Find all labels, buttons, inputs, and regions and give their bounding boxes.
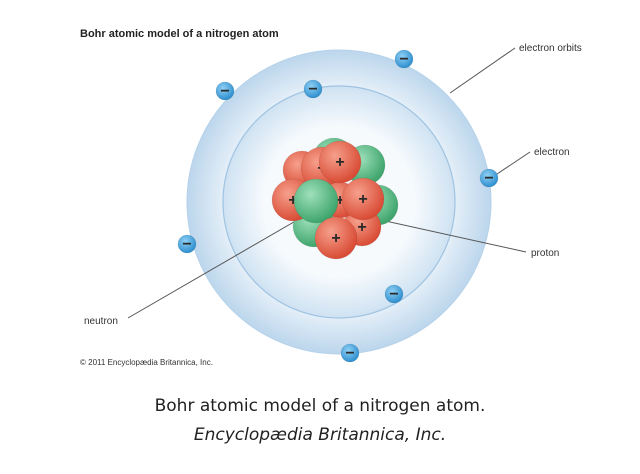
figure-title: Bohr atomic model of a nitrogen atom [80, 28, 279, 40]
electron: − [303, 79, 323, 99]
bohr-model-diagram: +++++++ −−−−−−− electron orbits electron… [84, 43, 582, 363]
proton-symbol: + [357, 219, 366, 236]
label-neutron: neutron [84, 316, 118, 327]
neutron [293, 178, 339, 224]
electron-orbits-leader [449, 47, 516, 94]
proton: + [314, 216, 358, 260]
electron-symbol: − [308, 81, 317, 98]
electron-symbol: − [182, 236, 191, 253]
electron: − [479, 168, 499, 188]
proton-symbol: + [331, 230, 340, 247]
proton-symbol: + [288, 192, 297, 209]
electron-leader [496, 151, 531, 175]
electron-symbol: − [220, 83, 229, 100]
electron-symbol: − [399, 51, 408, 68]
electron: − [384, 284, 404, 304]
proton-leader [371, 217, 527, 253]
label-electron: electron [534, 147, 570, 158]
leader-lines [127, 47, 531, 319]
electron-symbol: − [484, 170, 493, 187]
electron-symbol: − [389, 286, 398, 303]
electron: − [177, 234, 197, 254]
caption-source: Encyclopædia Britannica, Inc. [193, 425, 447, 445]
electrons: − − − − − − − [177, 49, 499, 363]
neutron-leader [127, 207, 319, 319]
proton: + [341, 177, 385, 221]
label-electron-orbits: electron orbits [519, 43, 582, 54]
label-proton: proton [531, 248, 559, 259]
electron-symbol: − [345, 345, 354, 362]
electron: − [394, 49, 414, 69]
copyright-credit: © 2011 Encyclopædia Britannica, Inc. [80, 358, 213, 367]
nucleus: +++++++ [271, 137, 399, 260]
proton: + [318, 140, 362, 184]
caption-title: Bohr atomic model of a nitrogen atom. [154, 396, 486, 416]
proton-symbol: + [335, 154, 344, 171]
electron: − [215, 81, 235, 101]
proton-symbol: + [335, 192, 344, 209]
electron: − [340, 343, 360, 363]
proton-symbol: + [358, 191, 367, 208]
